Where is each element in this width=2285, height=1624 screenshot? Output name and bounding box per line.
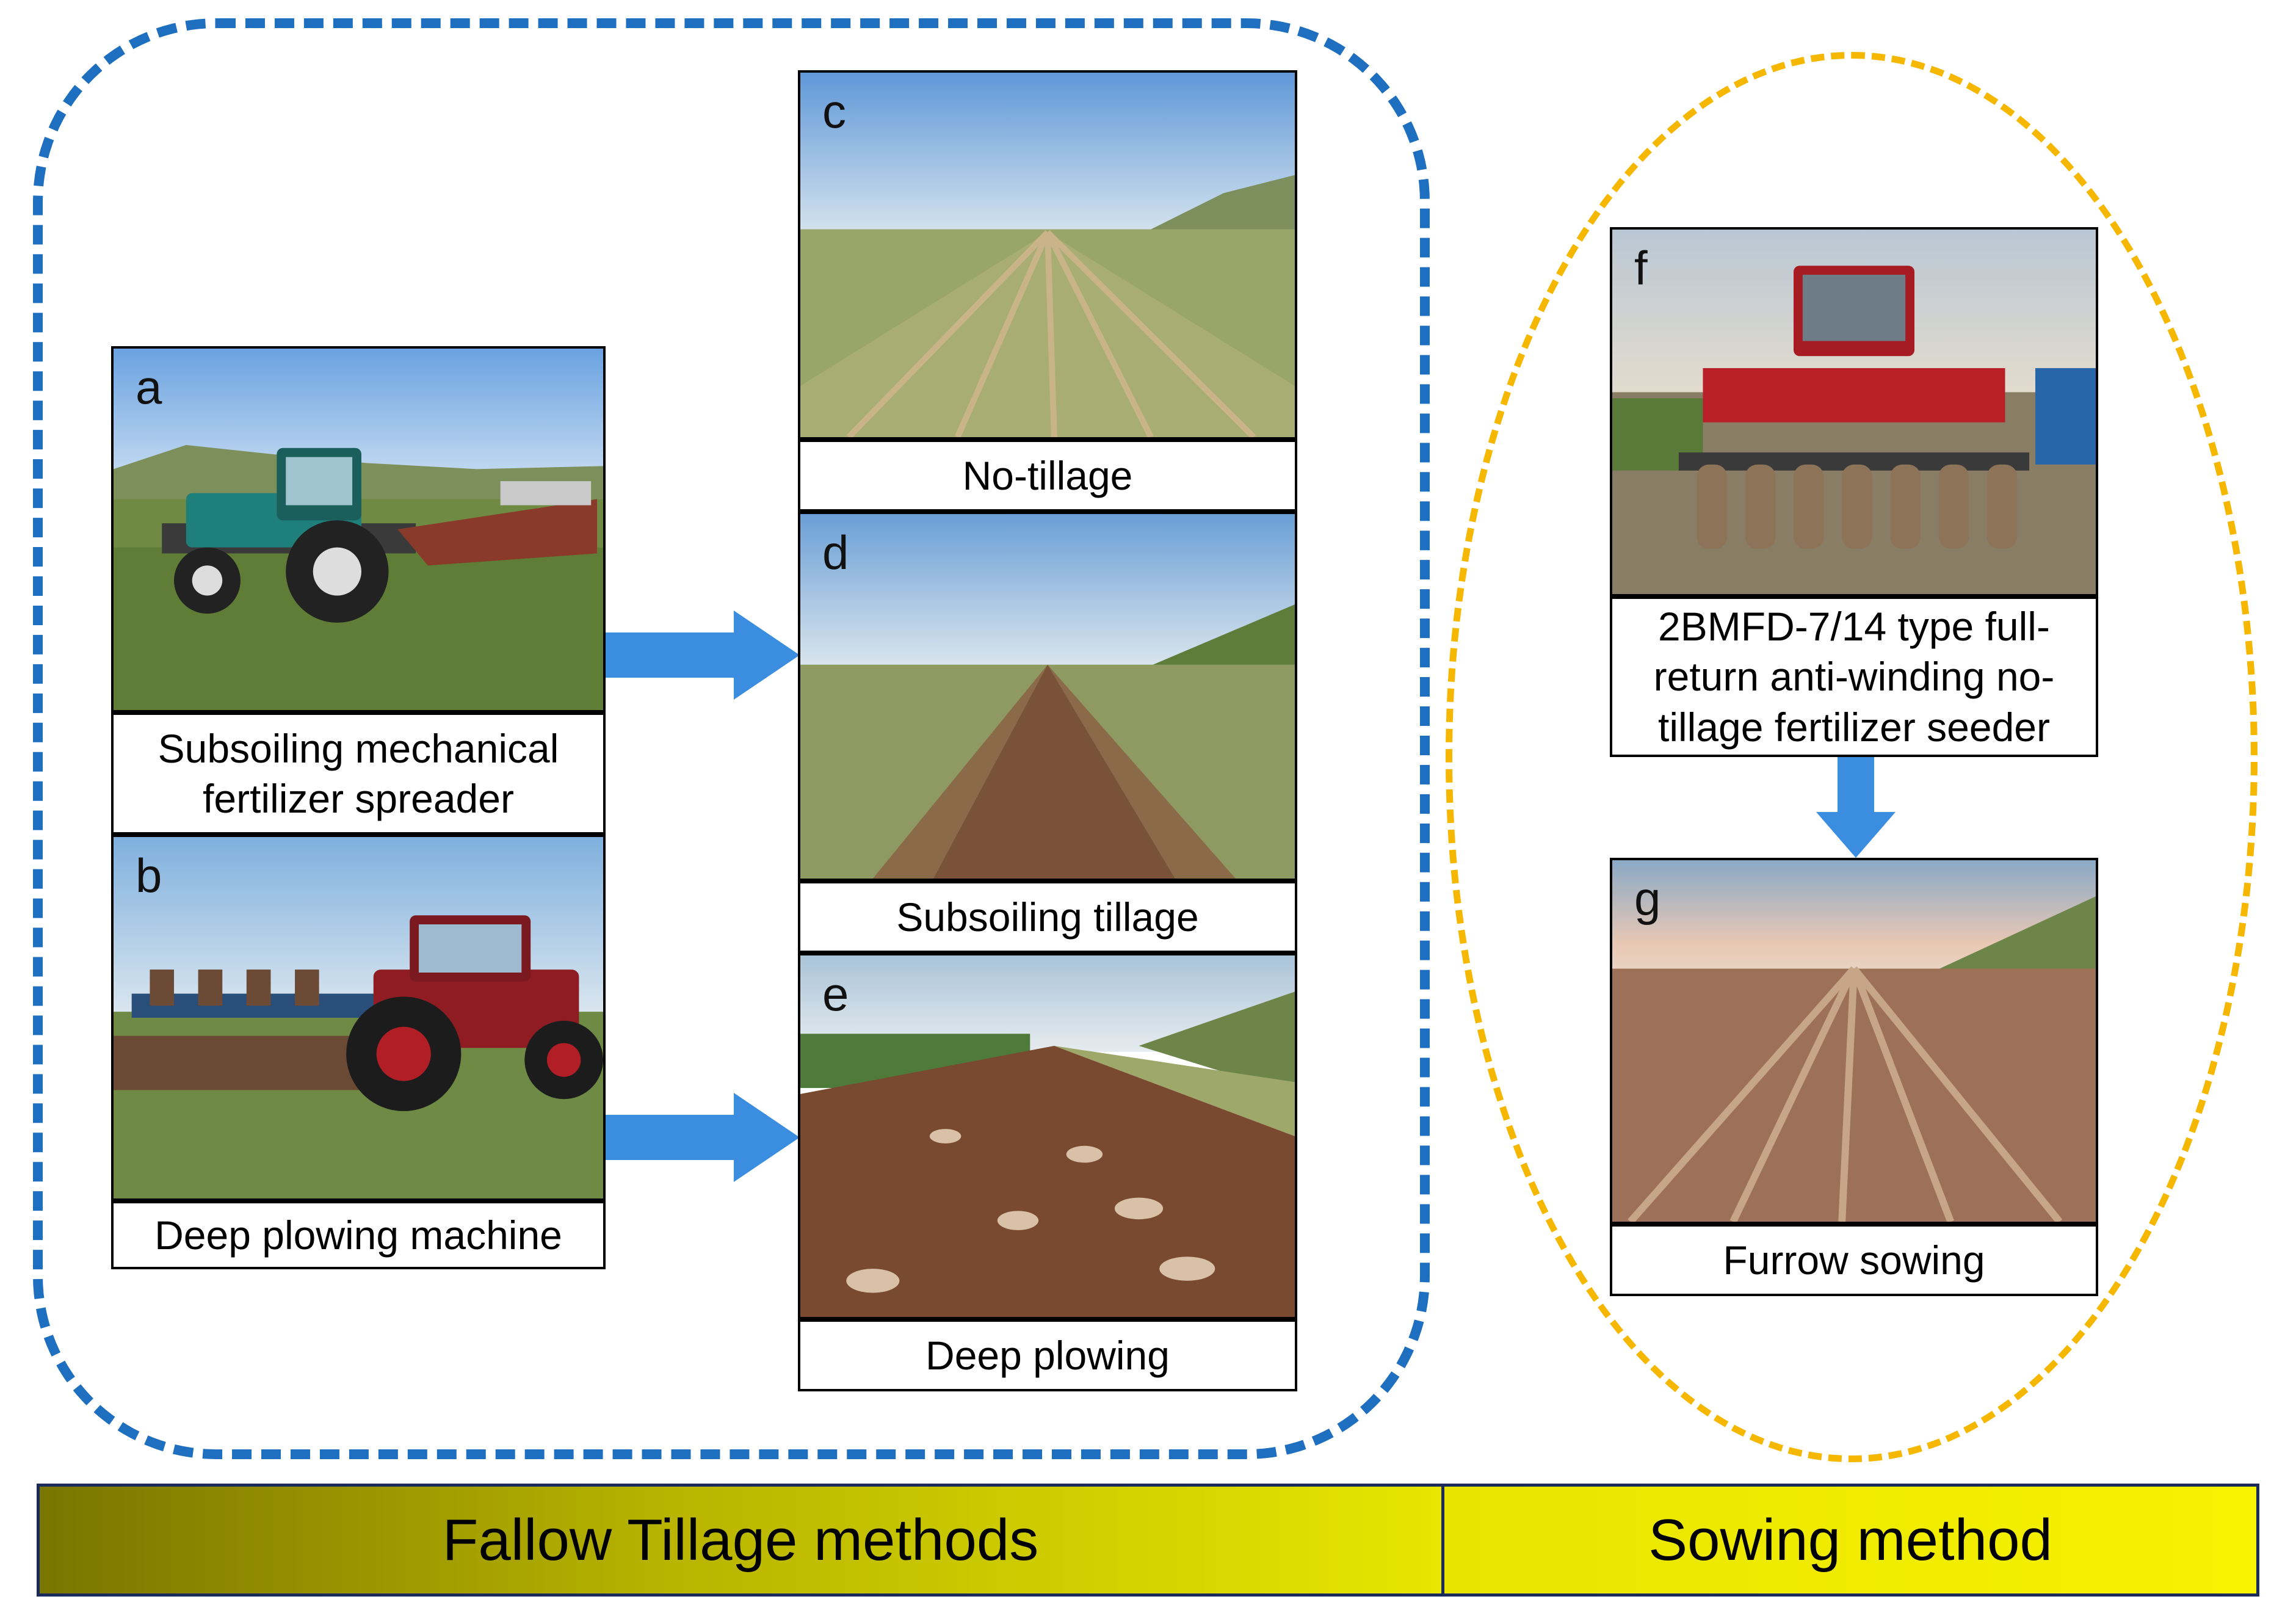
- arrow-f-to-g: [1816, 757, 1896, 858]
- arrow-down-icon: [1816, 757, 1896, 858]
- fallow-tillage-group-frame: [33, 18, 1430, 1459]
- photo-subsoiling-tillage: d: [798, 512, 1297, 881]
- no-tillage-field-image: [800, 73, 1295, 437]
- panel-label-b: b: [136, 849, 162, 902]
- photo-subsoiling-spreader: a: [111, 346, 606, 712]
- panel-label-d: d: [822, 526, 849, 579]
- caption-deep-plowing: Deep plowing: [798, 1319, 1297, 1391]
- arrow-b-to-e: [606, 1093, 801, 1182]
- subsoiling-field-image: [800, 514, 1295, 879]
- caption-subsoiling-tillage: Subsoiling tillage: [798, 881, 1297, 953]
- category-bar: Fallow Tillage methods Sowing method: [37, 1484, 2259, 1597]
- caption-no-tillage: No-tillage: [798, 440, 1297, 512]
- plow-tractor-image: [114, 837, 603, 1198]
- photo-deep-plowing-machine: b: [111, 835, 606, 1201]
- seeder-image: [1612, 230, 2096, 594]
- panel-label-f: f: [1634, 241, 1648, 295]
- photo-deep-plowing: e: [798, 953, 1297, 1319]
- panel-label-e: e: [822, 967, 849, 1021]
- caption-deep-plowing-machine: Deep plowing machine: [111, 1201, 606, 1269]
- panel-label-c: c: [822, 84, 846, 138]
- tractor-field-image: [114, 349, 603, 710]
- deep-plowing-field-image: [800, 955, 1295, 1317]
- photo-no-tillage: c: [798, 70, 1297, 440]
- panel-label-g: g: [1634, 872, 1661, 926]
- caption-subsoiling-spreader: Subsoiling mechanical fertilizer spreade…: [111, 712, 606, 835]
- sowing-method-label: Sowing method: [1444, 1487, 2256, 1593]
- arrow-right-icon: [606, 611, 800, 700]
- furrow-field-image: [1612, 860, 2096, 1222]
- caption-furrow-sowing: Furrow sowing: [1610, 1224, 2098, 1296]
- arrow-a-to-d: [606, 611, 801, 700]
- photo-fertilizer-seeder: f: [1610, 227, 2098, 596]
- arrow-right-icon: [606, 1093, 800, 1182]
- caption-fertilizer-seeder: 2BMFD-7/14 type full- return anti-windin…: [1610, 596, 2098, 757]
- sowing-group-frame: [1446, 52, 2258, 1462]
- panel-label-a: a: [136, 360, 162, 414]
- photo-furrow-sowing: g: [1610, 858, 2098, 1224]
- fallow-tillage-methods-label: Fallow Tillage methods: [40, 1487, 1444, 1593]
